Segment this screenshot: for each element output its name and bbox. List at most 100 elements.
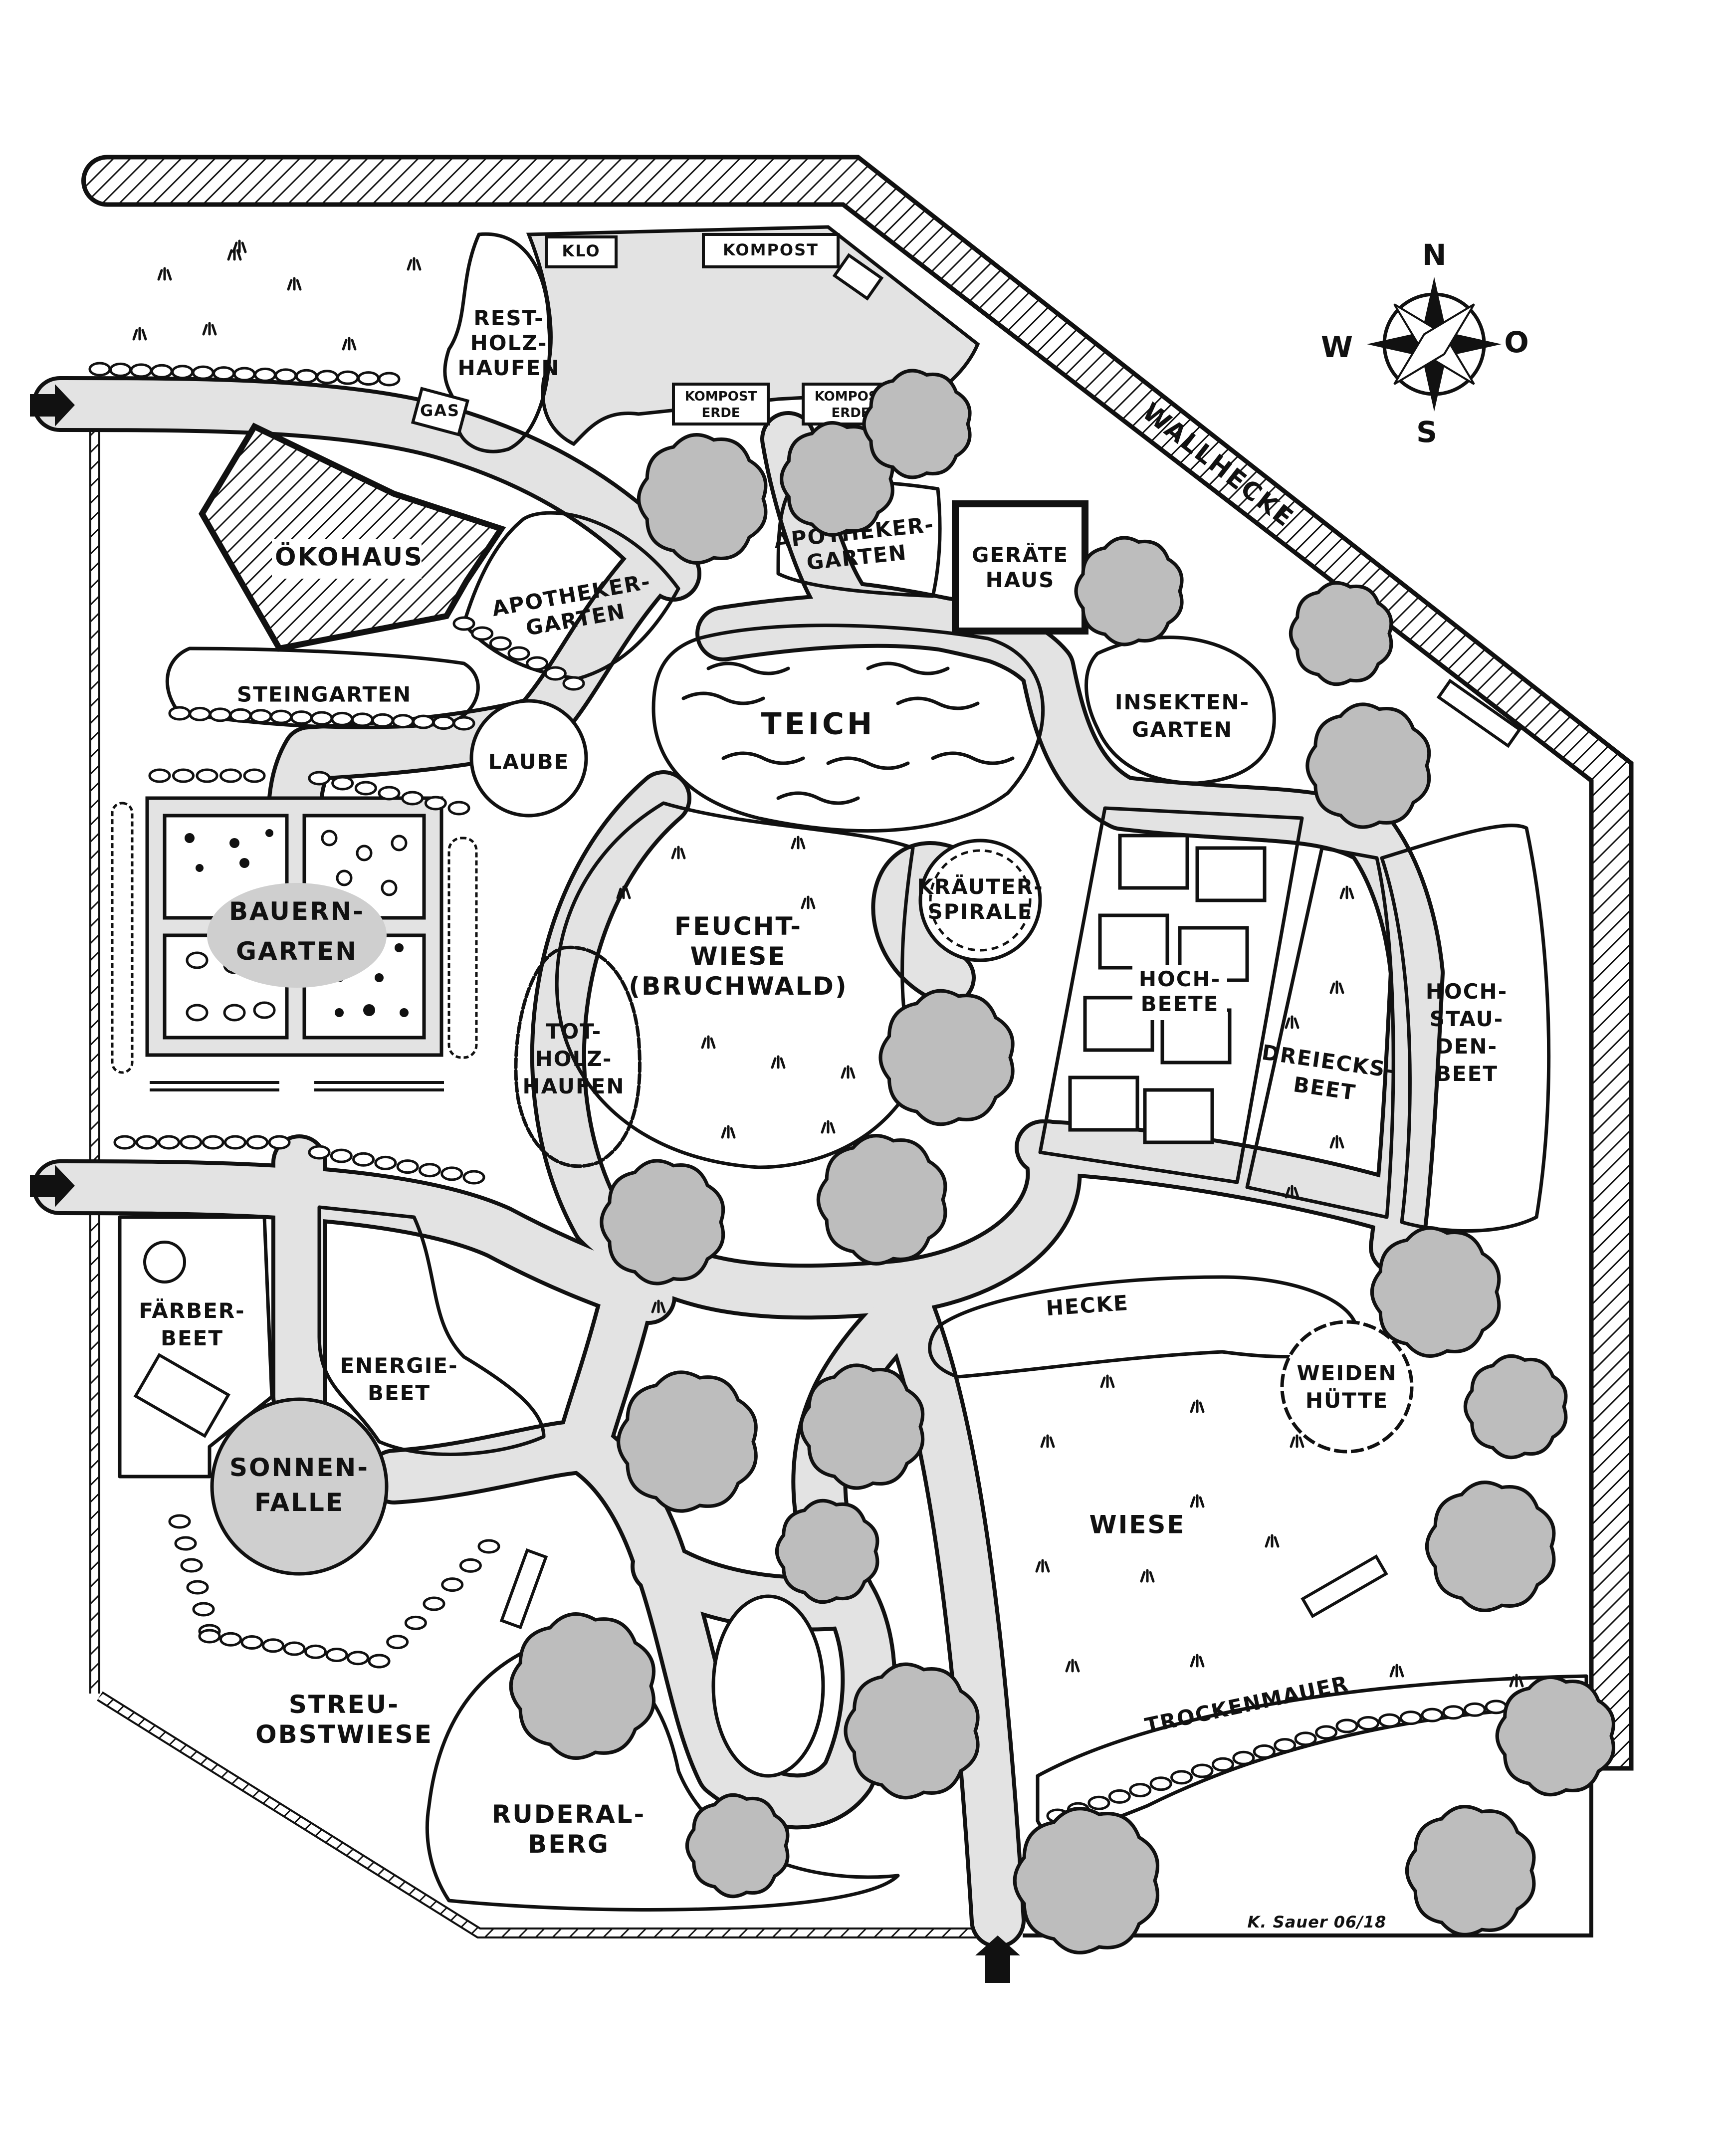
stone <box>378 786 401 801</box>
streuobstwiese-label: STREU-OBSTWIESE <box>255 1690 433 1749</box>
stone <box>440 1166 463 1181</box>
entrance-arrow-west-upper[interactable] <box>30 384 75 427</box>
stone <box>158 1135 181 1150</box>
hochstaudenbeet-label: HOCH-STAU-DEN-BEET <box>1426 979 1508 1086</box>
sonnenfalle-area <box>210 1397 389 1576</box>
grass-tuft <box>1389 1664 1404 1678</box>
stone <box>88 362 111 377</box>
entrance-arrow-south[interactable] <box>975 1935 1020 1983</box>
tree <box>685 1793 790 1898</box>
kraeuterspirale-area <box>918 839 1042 962</box>
grass-tuft <box>1329 1135 1344 1149</box>
kraeuterspirale-label: KRÄUTER-SPIRALE <box>917 874 1043 924</box>
dreiecksbeet-area <box>1245 846 1395 1219</box>
stone <box>1274 1738 1297 1753</box>
stone <box>135 1135 158 1150</box>
stone <box>412 714 435 729</box>
insektengarten-label: INSEKTEN-GARTEN <box>1115 690 1250 742</box>
tree <box>617 1370 758 1513</box>
stone <box>1108 1789 1131 1804</box>
stone <box>331 776 354 791</box>
stone <box>290 710 313 725</box>
stone <box>423 1596 445 1611</box>
stone <box>330 1148 353 1163</box>
stone <box>1170 1770 1193 1785</box>
stone <box>192 365 215 380</box>
stone <box>189 706 212 721</box>
stone <box>1294 1731 1317 1746</box>
wallhecke-hedge <box>81 155 1634 1771</box>
stone <box>270 709 293 724</box>
wiese-label: WIESE <box>1089 1510 1185 1539</box>
weidenhuette-area <box>1280 1320 1414 1454</box>
bench <box>499 1548 548 1630</box>
boundary-southwest <box>98 1693 993 1936</box>
stone <box>447 801 470 816</box>
kompost-label: KOMPOST <box>723 240 819 259</box>
grass-tuft <box>1509 1674 1524 1688</box>
stone <box>262 1638 284 1653</box>
grass-tuft <box>1065 1659 1080 1673</box>
steingarten-label: STEINGARTEN <box>237 682 412 707</box>
grass-tuft <box>1100 1374 1115 1388</box>
stone <box>351 712 374 727</box>
entrance-arrow-west-lower[interactable] <box>30 1165 75 1207</box>
stone <box>1149 1776 1172 1791</box>
tree <box>878 989 1015 1126</box>
stone <box>489 636 512 651</box>
stone <box>374 1155 397 1170</box>
grass-tuft <box>651 1299 666 1313</box>
stone <box>168 1514 191 1529</box>
stone <box>304 1644 327 1659</box>
grass-tuft <box>1190 1399 1205 1413</box>
stone <box>249 709 272 724</box>
stone <box>196 768 218 783</box>
grass-tuft <box>342 337 357 351</box>
grass-tuft <box>791 836 806 850</box>
compass-rose: N S W O <box>1321 238 1529 449</box>
stone <box>186 1580 209 1595</box>
grass-tuft <box>721 1125 736 1139</box>
stone <box>347 1651 369 1666</box>
stone <box>316 370 339 385</box>
stone <box>198 1629 221 1644</box>
stone <box>268 1135 291 1150</box>
grass-tuft <box>701 1035 716 1049</box>
stone <box>1335 1718 1358 1733</box>
grass-tuft <box>671 846 686 859</box>
stone <box>295 369 318 384</box>
hochbeete-label: HOCH-BEETE <box>1139 967 1221 1016</box>
klo-sign <box>545 235 618 268</box>
stone <box>174 1536 197 1551</box>
stone <box>246 1135 269 1150</box>
grass-tuft <box>1265 1534 1280 1548</box>
signature: K. Sauer 06/18 <box>1248 1913 1387 1931</box>
laube-label: LAUBE <box>488 750 570 774</box>
path-network <box>32 376 1445 1948</box>
stone <box>432 715 455 730</box>
grass-tuft <box>132 327 147 341</box>
tree <box>1405 1805 1536 1936</box>
stone <box>172 768 195 783</box>
oekohaus-building <box>199 423 506 652</box>
feuchtwiese-label: FEUCHT-WIESE(BRUCHWALD) <box>629 912 848 1001</box>
ruderalberg-label: RUDERAL-BERG <box>492 1800 646 1859</box>
energiebeet-label: ENERGIE-BEET <box>340 1353 458 1405</box>
grass-tuft <box>771 1055 786 1069</box>
stone <box>325 1648 348 1662</box>
stone <box>331 711 354 726</box>
stone <box>1357 1716 1380 1731</box>
energiebeet-area <box>317 1205 546 1456</box>
stone <box>1232 1750 1255 1765</box>
stone <box>308 1145 331 1160</box>
compass-south-label: S <box>1416 415 1437 449</box>
stone <box>471 626 494 641</box>
grass-tuft <box>1290 1434 1304 1448</box>
stone <box>544 666 567 681</box>
stone <box>274 368 297 383</box>
tree <box>862 369 972 479</box>
grass-tuft <box>801 895 816 909</box>
totholzhaufen-area <box>514 945 642 1168</box>
